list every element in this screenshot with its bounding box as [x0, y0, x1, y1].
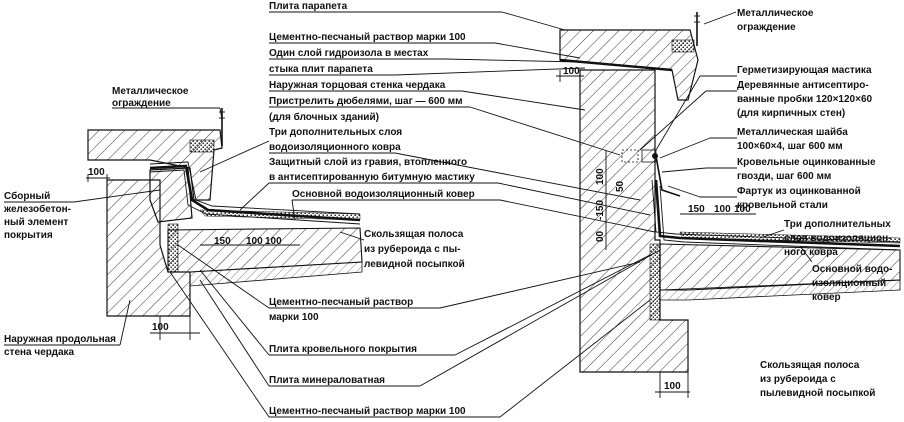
label-apron-2: кровельной стали — [737, 200, 828, 211]
label-metal-fence-right-1: Металлическое — [737, 8, 814, 19]
label-wood-plugs-3: (для кирпичных стен) — [737, 108, 845, 119]
waterproof-layers-right — [654, 179, 901, 248]
label-mortar-b1-1: Цементно-песчаный раствор — [269, 297, 413, 308]
dim-100a-right: 100 — [714, 204, 731, 215]
parapet-cap-right — [671, 39, 695, 53]
label-metal-fence-left-2: ограждение — [112, 98, 171, 109]
label-outer-wall-1: Наружная продольная — [4, 334, 116, 345]
label-main-carpet-right-1: Основной водо- — [812, 264, 893, 275]
label-sliding-1: Скользящая полоса — [364, 229, 464, 240]
right-labels: Металлическое ограждение Герметизирующая… — [639, 8, 893, 399]
label-wood-plugs-2: ванные пробки 120×120×60 — [737, 93, 873, 105]
label-precast-3: ный элемент — [4, 217, 68, 228]
label-gravel-2: в антисептированную битумную мастику — [269, 171, 475, 183]
label-mortar-b1-2: марки 100 — [269, 312, 319, 323]
label-three-layers-right-3: ного ковра — [784, 247, 838, 258]
label-nails-2: гвозди, шаг 600 мм — [737, 171, 831, 182]
dim-150-right: 150 — [688, 204, 705, 215]
mortar-strip-left — [167, 223, 179, 273]
center-labels: Плита парапета Цементно-песчаный раствор… — [169, 1, 661, 418]
label-main-carpet-right-3: ковер — [812, 292, 841, 303]
dim-100b-right: 100 — [734, 204, 751, 215]
label-nails-1: Кровельные оцинкованные — [737, 157, 876, 168]
mastic-strip-right — [649, 243, 661, 321]
left-labels: Металлическое ограждение Сборный железоб… — [3, 86, 223, 358]
precast-element-left — [149, 167, 193, 223]
apron-right — [655, 155, 681, 197]
dim-100-left-top: 100 — [88, 167, 105, 178]
label-precast-1: Сборный — [4, 190, 50, 202]
label-sealing-mastic: Герметизирующая мастика — [737, 65, 872, 76]
label-sliding-3: левидной посыпкой — [364, 259, 465, 270]
label-mortar-bottom: Цементно-песчаный раствор марки 100 — [269, 406, 466, 417]
label-outer-wall-2: стена чердака — [4, 347, 75, 358]
mineral-wool-left — [189, 261, 363, 287]
left-section: 100 150 100 100 100 — [86, 108, 363, 340]
label-three-layers-1: Три дополнительных слоя — [269, 127, 402, 138]
label-one-layer-1: Один слой гидроизола в местах — [269, 48, 429, 59]
dim-100-right-top: 100 — [563, 66, 580, 77]
label-three-layers-2: водоизоляционного ковра — [269, 142, 401, 153]
dim-100-right-bottom: 100 — [664, 381, 681, 392]
dim-150-left: 150 — [214, 236, 231, 247]
label-precast-2: железобетон- — [3, 203, 71, 215]
label-parapet-slab: Плита парапета — [269, 1, 348, 12]
label-metal-fence-left-1: Металлическое — [112, 86, 189, 97]
label-gravel-1: Защитный слой из гравия, втопленного — [269, 157, 467, 168]
label-washer-1: Металлическая шайба — [737, 126, 848, 138]
label-precast-4: покрытия — [4, 230, 53, 241]
label-one-layer-2: стыка плит парапета — [269, 64, 373, 75]
label-dowels-2: (для блочных зданий) — [269, 111, 379, 123]
label-roof-slab: Плита кровельного покрытия — [269, 344, 417, 355]
label-mineral-wool: Плита минераловатная — [269, 375, 385, 386]
label-sliding-right-2: из рубероида с — [760, 373, 836, 385]
dim-100-vert: 100 — [595, 168, 606, 185]
label-wood-plugs-1: Деревянные антисептиро- — [737, 80, 869, 91]
label-three-layers-right-1: Три дополнительных — [784, 219, 891, 230]
label-dowels-1: Пристрелить дюбелями, шаг — 600 мм — [269, 95, 463, 107]
label-apron-1: Фартук из оцинкованной — [737, 186, 861, 197]
dim-50-vert: 50 — [615, 180, 626, 192]
parapet-cap-left — [189, 139, 215, 153]
label-main-carpet-right-2: изоляционный — [812, 278, 886, 289]
dim-100a-left: 100 — [246, 236, 263, 247]
label-mortar-100-top: Цементно-песчаный раствор марки 100 — [269, 32, 466, 43]
label-metal-fence-right-2: ограждение — [737, 22, 796, 33]
dim-00-vert: 00 — [595, 230, 606, 242]
dim-150-vert: -150 — [595, 200, 606, 220]
label-sliding-right-1: Скользящая полоса — [760, 360, 860, 371]
label-sliding-2: из рубероида с пы- — [364, 243, 460, 255]
label-three-layers-right-2: слоя водоизоляцион- — [784, 233, 892, 244]
label-main-carpet: Основной водоизоляционный ковер — [292, 189, 475, 200]
label-washer-2: 100×60×4, шаг 600 мм — [737, 141, 843, 152]
label-sliding-right-3: пылевидной посыпкой — [760, 388, 875, 399]
end-wall-right — [579, 69, 689, 373]
right-section: 100 50 -150 00 100 150 100 100 100 — [556, 12, 901, 398]
parapet-slab-left — [87, 129, 223, 201]
dim-100b-left: 100 — [265, 236, 282, 247]
dim-100-left-bottom: 100 — [152, 322, 169, 333]
label-end-wall: Наружная торцовая стенка чердака — [269, 80, 446, 91]
